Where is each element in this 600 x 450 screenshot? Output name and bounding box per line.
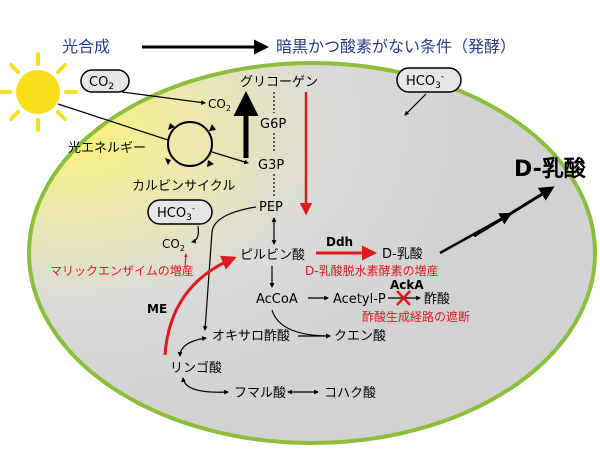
d-lactate-outer-label: D-乳酸 <box>514 156 587 182</box>
acetic-acid-label: 酢酸 <box>424 292 450 307</box>
glycogen-label: グリコーゲン <box>240 75 318 90</box>
citrate-label: クエン酸 <box>334 329 386 344</box>
pep-label: PEP <box>259 200 283 215</box>
co2-mid-label: CO2 <box>162 237 185 253</box>
hco3-left-box <box>147 199 213 225</box>
calvin-to-g3p-line <box>211 151 249 165</box>
calvin-cycle-icon <box>165 121 216 167</box>
light-energy-label: 光エネルギー <box>68 141 146 156</box>
acka-label: AckA <box>390 278 424 292</box>
dldh-increase-label: D-乳酸脱水素酵素の増産 <box>305 263 439 278</box>
g3p-label: G3P <box>258 158 284 173</box>
hco3-right-box <box>396 67 462 93</box>
co2-to-calvin-line <box>121 91 206 105</box>
malate-label: リンゴ酸 <box>170 360 222 376</box>
hco3-right-arrow <box>404 93 427 116</box>
ddh-label: Ddh <box>326 235 353 249</box>
succinate-label: コハク酸 <box>324 386 376 401</box>
malate-to-fumarate-arrow <box>181 377 229 395</box>
acetate-block-label: 酢酸生成経路の遮断 <box>362 309 470 324</box>
sun-ray-line <box>57 103 169 141</box>
malic-enzyme-increase-label: マリックエンザイムの増産 <box>50 263 194 278</box>
lactate-to-outer-arrow <box>473 186 555 238</box>
accoa-label: AcCoA <box>256 292 298 307</box>
g6p-label: G6P <box>260 117 286 132</box>
pyruvate-label: ピルビン酸 <box>240 248 305 263</box>
sun-icon <box>0 52 78 132</box>
cell-body <box>27 61 597 445</box>
me-label: ME <box>147 302 167 316</box>
pep-to-oxaloacetate-curve <box>202 206 257 331</box>
fumarate-label: フマル酸 <box>234 386 286 401</box>
cross-icon <box>396 290 411 306</box>
co2-input-label: CO2 <box>89 75 114 92</box>
hco3-to-co2-curve <box>191 225 199 244</box>
malic-enzyme-pointer <box>183 253 188 269</box>
header-dark-anaerobic: 暗黒かつ酸素がない条件（発酵） <box>276 37 516 56</box>
oxaloacetate-label: オキサロ酢酸 <box>212 329 290 344</box>
co2-input-box <box>80 69 130 93</box>
header-photosynthesis: 光合成 <box>62 37 110 56</box>
co2-calvin-label: CO2 <box>208 97 231 113</box>
hco3-left-label: HCO3- <box>157 204 195 223</box>
hco3-right-label: HCO3- <box>406 72 444 91</box>
acetyl-p-label: Acetyl-P <box>333 292 386 307</box>
d-lactate-inner-label: D-乳酸 <box>382 247 423 262</box>
oxaloacetate-malate-arrow <box>177 336 207 357</box>
malic-enzyme-red-arrow <box>163 255 237 356</box>
calvin-cycle-label: カルビンサイクル <box>132 179 235 194</box>
